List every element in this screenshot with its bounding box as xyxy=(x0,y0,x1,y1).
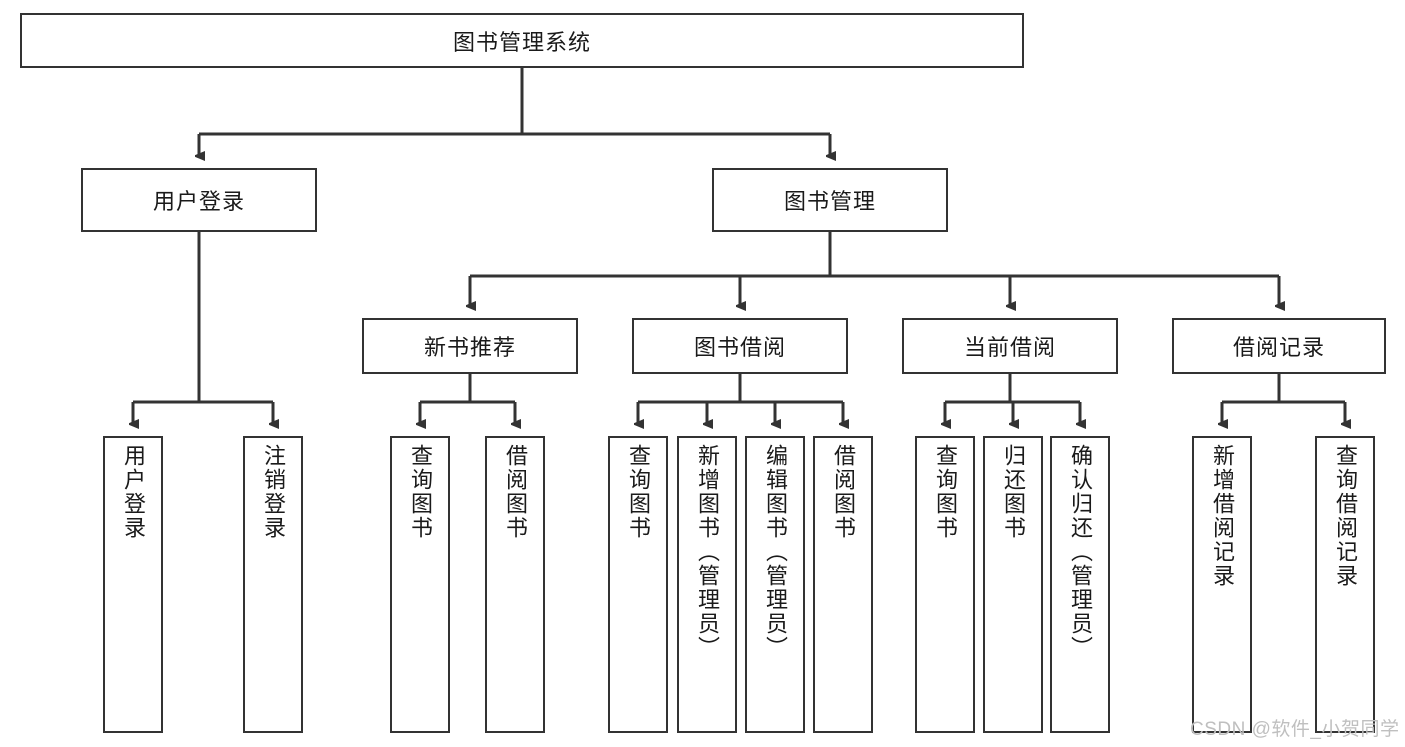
leaf-record-query-borrow-record[interactable]: 查询借阅记录 xyxy=(1315,436,1375,733)
node-current-borrow[interactable]: 当前借阅 xyxy=(902,318,1118,374)
node-label: 图书管理 xyxy=(783,189,876,214)
node-label: 编辑图书（管理员） xyxy=(763,444,788,660)
node-label: 查询图书 xyxy=(933,444,958,540)
node-label: 确认归还（管理员） xyxy=(1068,444,1093,660)
node-user-login[interactable]: 用户登录 xyxy=(81,168,317,232)
node-root-system[interactable]: 图书管理系统 xyxy=(20,13,1024,68)
node-label: 新增图书（管理员） xyxy=(695,444,720,660)
leaf-user-login[interactable]: 用户登录 xyxy=(103,436,163,733)
leaf-borrow-borrow-book[interactable]: 借阅图书 xyxy=(813,436,873,733)
node-label: 查询图书 xyxy=(408,444,433,540)
leaf-recommend-query-book[interactable]: 查询图书 xyxy=(390,436,450,733)
node-label: 注销登录 xyxy=(261,444,286,540)
node-new-book-recommend[interactable]: 新书推荐 xyxy=(362,318,578,374)
node-label: 归还图书 xyxy=(1001,444,1026,540)
leaf-user-logout[interactable]: 注销登录 xyxy=(243,436,303,733)
node-label: 借阅图书 xyxy=(831,444,856,540)
leaf-current-return-book[interactable]: 归还图书 xyxy=(983,436,1043,733)
node-label: 用户登录 xyxy=(121,444,146,540)
leaf-borrow-add-book-admin[interactable]: 新增图书（管理员） xyxy=(677,436,737,733)
node-book-management[interactable]: 图书管理 xyxy=(712,168,948,232)
node-book-borrow[interactable]: 图书借阅 xyxy=(632,318,848,374)
node-label: 新增借阅记录 xyxy=(1210,444,1235,588)
node-label: 查询图书 xyxy=(626,444,651,540)
node-label: 查询借阅记录 xyxy=(1333,444,1358,588)
leaf-current-confirm-return-admin[interactable]: 确认归还（管理员） xyxy=(1050,436,1110,733)
leaf-borrow-query-book[interactable]: 查询图书 xyxy=(608,436,668,733)
node-label: 借阅图书 xyxy=(503,444,528,540)
leaf-borrow-edit-book-admin[interactable]: 编辑图书（管理员） xyxy=(745,436,805,733)
node-label: 借阅记录 xyxy=(1232,335,1325,360)
leaf-record-add-borrow-record[interactable]: 新增借阅记录 xyxy=(1192,436,1252,733)
leaf-recommend-borrow-book[interactable]: 借阅图书 xyxy=(485,436,545,733)
leaf-current-query-book[interactable]: 查询图书 xyxy=(915,436,975,733)
node-label: 用户登录 xyxy=(152,189,245,214)
node-label: 图书管理系统 xyxy=(452,29,591,55)
node-label: 图书借阅 xyxy=(693,335,786,360)
node-label: 当前借阅 xyxy=(963,335,1056,360)
csdn-watermark: CSDN @软件_小贺同学 xyxy=(1190,719,1400,740)
node-borrow-record[interactable]: 借阅记录 xyxy=(1172,318,1386,374)
node-label: 新书推荐 xyxy=(423,335,516,360)
